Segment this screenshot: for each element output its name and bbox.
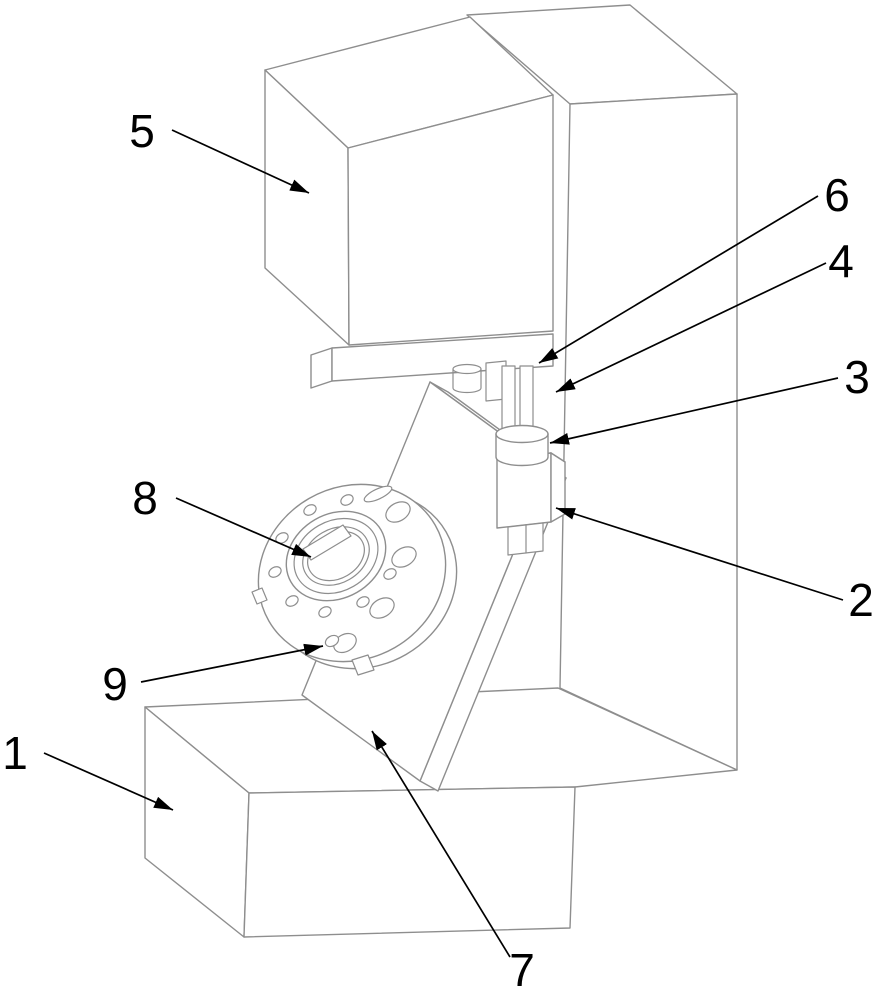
large-hole-2: [391, 546, 417, 568]
bolt-hole-8: [383, 568, 397, 580]
label-6: 6: [824, 169, 850, 221]
leader-line-5: [171, 129, 310, 194]
label-7: 7: [509, 944, 535, 996]
leader-line-3: [549, 377, 839, 445]
bolt-hole-9: [324, 634, 340, 648]
bolt-hole-5: [285, 595, 299, 607]
bolt-hole-7: [356, 596, 370, 608]
bolt-hole-2: [303, 504, 317, 516]
guide-cylinder-side: [452, 368, 482, 394]
leader-line-2: [555, 507, 844, 601]
leader-line-9: [140, 643, 324, 683]
leader-line-8: [175, 497, 312, 558]
drive-box-front-face: [347, 94, 554, 346]
rim-slot: [363, 485, 393, 503]
large-hole-1: [385, 501, 411, 523]
leader-line-6: [538, 195, 819, 364]
label-3: 3: [844, 351, 870, 403]
reference-numerals: 1 2 3 4 5 6 7 8 9: [2, 105, 874, 996]
machine-linework: [144, 4, 738, 938]
lock-nut-top: [495, 424, 549, 444]
label-9: 9: [102, 658, 128, 710]
mount-slab-left-face: [310, 347, 333, 389]
bolt-hole-4: [268, 566, 282, 578]
label-8: 8: [132, 472, 158, 524]
label-2: 2: [848, 574, 874, 626]
column-front-face: [559, 93, 738, 771]
label-5: 5: [129, 105, 155, 157]
rim-tab-left: [251, 587, 268, 605]
flange-disc: [251, 483, 458, 676]
base-front-face: [243, 786, 576, 938]
large-hole-3: [369, 597, 395, 619]
drive-box: [264, 16, 554, 402]
large-hole-4: [333, 632, 357, 654]
clamp-block-right-face: [550, 452, 566, 523]
leader-line-4: [555, 262, 827, 393]
label-1: 1: [2, 727, 28, 779]
rim-tab-bottom: [351, 654, 375, 676]
label-4: 4: [828, 235, 854, 287]
bolt-hole-6: [318, 606, 332, 618]
bolt-hole-1: [340, 494, 354, 506]
leader-lines: [43, 129, 844, 958]
guide-cylinder-top: [452, 363, 482, 375]
spindle-assembly: [495, 365, 566, 556]
leader-line-7: [371, 730, 511, 958]
leader-line-1: [43, 752, 174, 811]
